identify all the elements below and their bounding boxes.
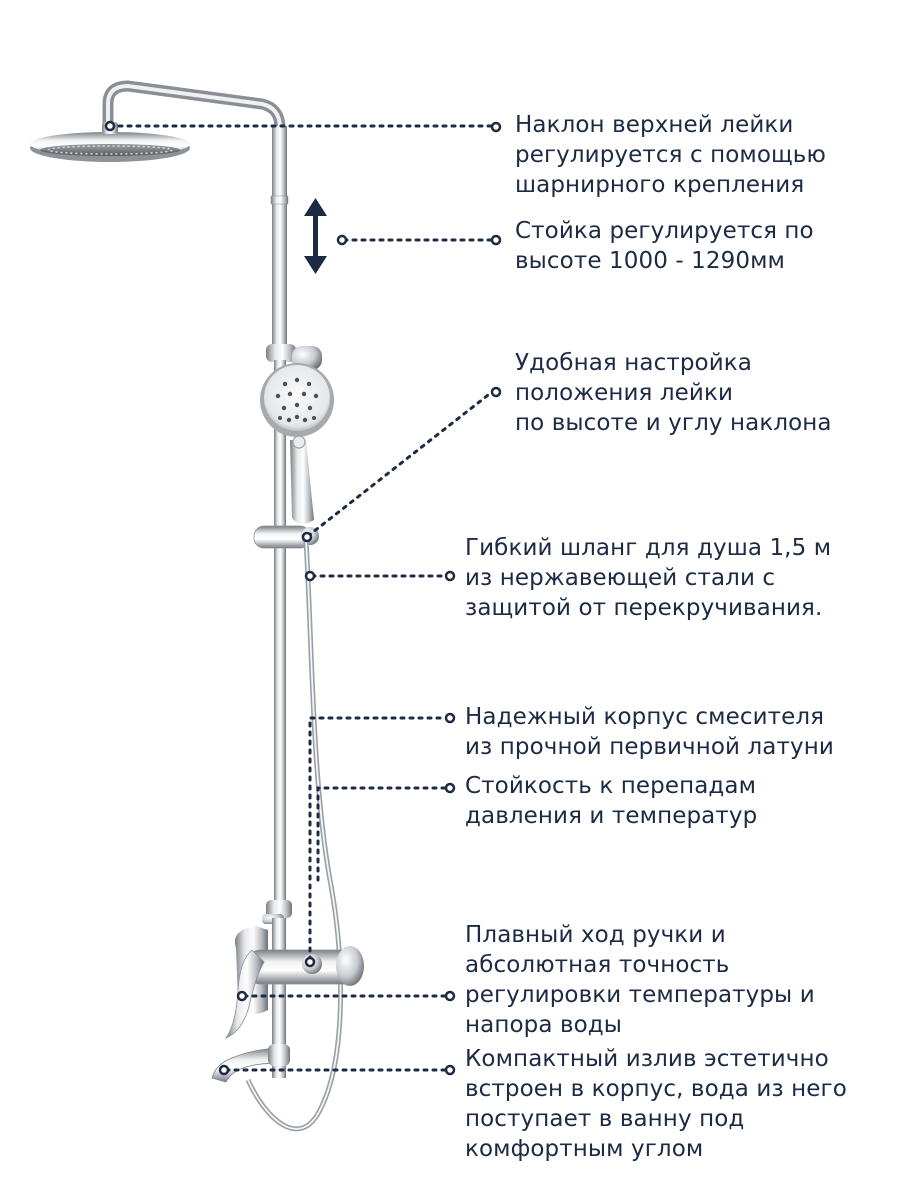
leader-body [308, 716, 448, 962]
rain-shower-head [30, 122, 190, 162]
leader-lines [108, 124, 494, 1072]
callout-text: Гибкий шланг для душа 1,5 м [465, 535, 832, 561]
callout-text: регулируется с помощью [515, 142, 826, 168]
callout-text: защитой от перекручивания. [465, 595, 823, 621]
callout-text: Плавный ход ручки и [465, 922, 726, 948]
callout-text: из прочной первичной латуни [465, 734, 834, 760]
callout-hose: Гибкий шланг для душа 1,5 м из нержавеющ… [465, 533, 831, 623]
callout-text: Компактный излив эстетично [465, 1046, 829, 1072]
shower-hose [245, 539, 344, 1132]
leader-pressure [316, 786, 448, 882]
callout-handset: Удобная настройка положения лейки по выс… [515, 348, 832, 438]
hand-shower [260, 363, 334, 524]
upper-riser [272, 126, 287, 358]
callout-text: Надежный корпус смесителя [465, 704, 825, 730]
leader-handset [306, 390, 494, 538]
bath-spout [211, 1044, 290, 1083]
slide-bar [274, 360, 286, 910]
callout-body: Надежный корпус смесителя из прочной пер… [465, 702, 834, 762]
overhead-arm [102, 80, 286, 134]
callout-text: абсолютная точность [465, 952, 730, 978]
leader-endpoints [104, 120, 502, 1076]
callout-head-tilt: Наклон верхней лейки регулируется с помо… [515, 110, 826, 200]
callout-text: Удобная настройка [515, 350, 752, 376]
callout-text: встроен в корпус, вода из него [465, 1076, 847, 1102]
callout-text: давления и температур [465, 803, 758, 829]
callout-pressure: Стойкость к перепадам давления и темпера… [465, 771, 757, 831]
callout-text: поступает в ванну под [465, 1106, 745, 1132]
callout-height: Стойка регулируется по высоте 1000 - 129… [515, 216, 814, 276]
callout-text: по высоте и углу наклона [515, 410, 832, 436]
callout-text: положения лейки [515, 380, 734, 406]
callout-text: высоте 1000 - 1290мм [515, 248, 785, 274]
callout-text: Наклон верхней лейки [515, 112, 794, 138]
height-arrow-icon [304, 198, 327, 274]
callout-text: из нержавеющей стали с [465, 565, 776, 591]
callout-text: Стойка регулируется по [515, 218, 814, 244]
callout-handle: Плавный ход ручки и абсолютная точность … [465, 920, 815, 1040]
callout-text: регулировки температуры и [465, 982, 815, 1008]
callout-text: Стойкость к перепадам [465, 773, 757, 799]
callout-spout: Компактный излив эстетично встроен в кор… [465, 1044, 847, 1164]
callout-text: комфортным углом [465, 1136, 704, 1162]
callout-text: шарнирного крепления [515, 172, 805, 198]
callout-text: напора воды [465, 1012, 623, 1038]
